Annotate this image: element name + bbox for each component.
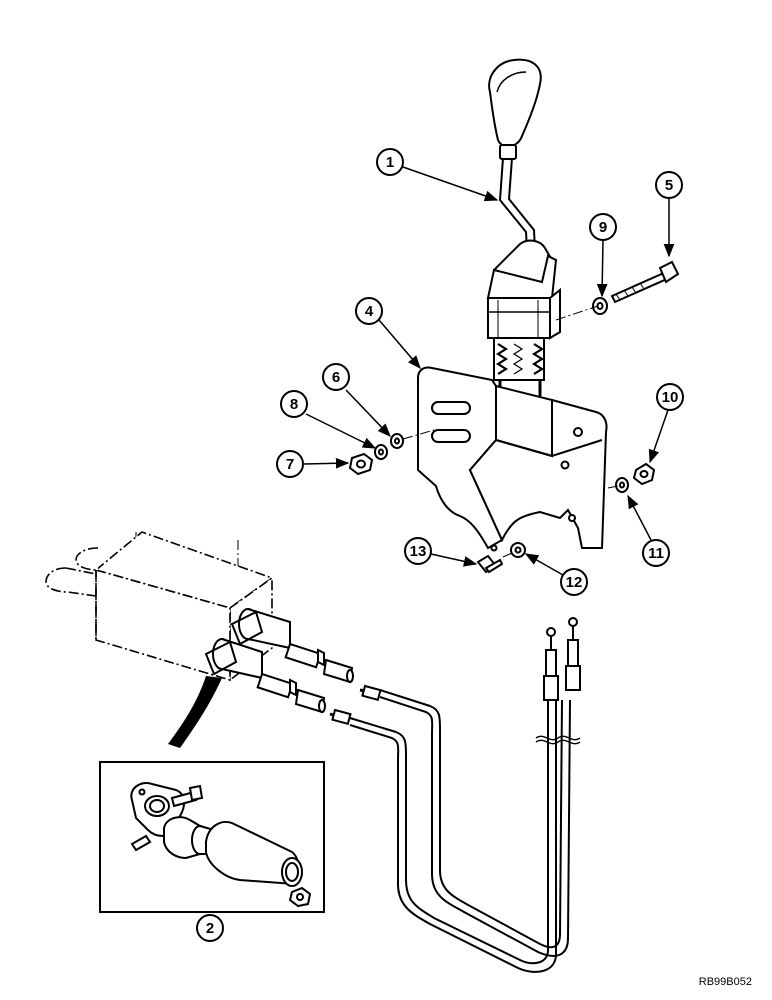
- callout-7: 7: [276, 450, 304, 478]
- callout-9: 9: [589, 213, 617, 241]
- callout-1-label: 1: [386, 154, 394, 171]
- washer-part-9: [592, 297, 608, 315]
- washer-part-12: [510, 542, 526, 558]
- drawing-reference-code: RB99B052: [699, 976, 752, 988]
- callout-13: 13: [404, 537, 432, 565]
- callout-4-label: 4: [365, 303, 374, 320]
- bolt-part-5: [610, 260, 680, 304]
- mounting-bracket: [417, 366, 608, 552]
- callout-7-label: 7: [286, 456, 294, 473]
- callout-5: 5: [655, 171, 683, 199]
- callout-12-label: 12: [566, 574, 583, 591]
- callout-8-label: 8: [290, 396, 298, 413]
- leader-lines: [303, 166, 675, 576]
- callout-10-label: 10: [662, 389, 679, 406]
- callout-6-label: 6: [332, 369, 340, 386]
- callout-11-label: 11: [648, 545, 664, 562]
- detail-pointer: [168, 676, 222, 748]
- control-cables: [329, 688, 571, 973]
- callout-2-label: 2: [206, 920, 214, 937]
- washer-part-11: [615, 477, 629, 493]
- callout-1: 1: [376, 148, 404, 176]
- cable-break-marks: [535, 735, 581, 745]
- hydraulic-fittings: [204, 608, 354, 714]
- nut-part-7: [348, 452, 374, 476]
- nut-part-10: [632, 462, 656, 486]
- bolt-part-13: [476, 554, 504, 574]
- callout-5-label: 5: [665, 177, 673, 194]
- callout-2: 2: [196, 914, 224, 942]
- callout-6: 6: [322, 363, 350, 391]
- washer-part-6: [390, 433, 404, 449]
- callout-10: 10: [656, 383, 684, 411]
- callout-11: 11: [642, 539, 670, 567]
- detail-fitting-exploded: [130, 782, 312, 908]
- cable-end-fittings: [331, 617, 581, 726]
- callout-13-label: 13: [410, 543, 427, 560]
- callout-8: 8: [280, 390, 308, 418]
- callout-12: 12: [560, 568, 588, 596]
- lock-washer-part-8: [374, 444, 388, 460]
- callout-4: 4: [355, 297, 383, 325]
- callout-9-label: 9: [599, 219, 607, 236]
- control-lever: [486, 58, 561, 396]
